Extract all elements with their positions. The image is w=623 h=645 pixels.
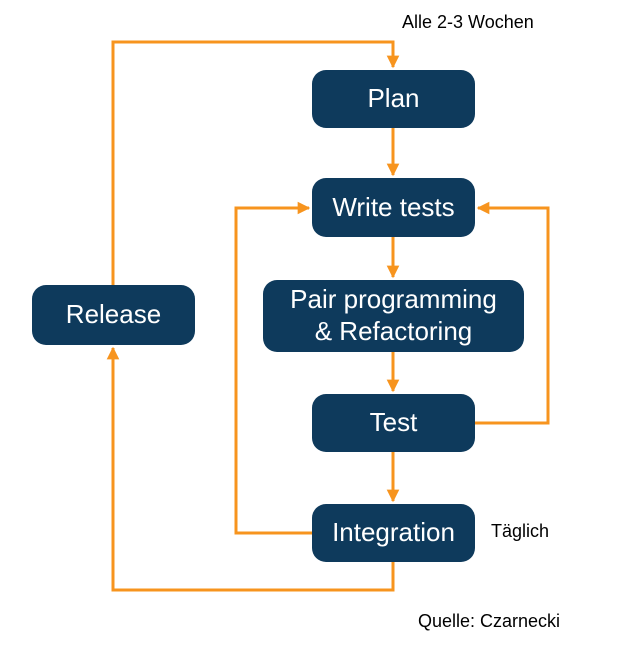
node-write-tests-label: Write tests (332, 191, 455, 222)
edge-test-to-write-tests-loop (475, 201, 550, 425)
node-test: Test (312, 394, 475, 452)
edge-release-to-plan (111, 40, 400, 285)
node-write-tests: Write tests (312, 178, 475, 237)
node-integration-label: Integration (332, 517, 455, 548)
source-credit-label: Quelle: Czarnecki (418, 611, 561, 631)
cycle-interval-label: Alle 2-3 Wochen (402, 12, 534, 32)
node-plan-label: Plan (367, 83, 420, 114)
node-test-label: Test (369, 407, 418, 438)
edge-integration-to-write-tests-loop (234, 201, 312, 535)
node-plan: Plan (312, 70, 475, 128)
edge-integration-to-release-loop (106, 346, 395, 592)
node-release: Release (32, 285, 195, 345)
node-pair-programming-label-line2: & Refactoring (314, 316, 473, 346)
node-integration: Integration (312, 504, 475, 562)
daily-interval-label: Täglich (491, 521, 550, 541)
node-release-label: Release (65, 299, 162, 330)
node-pair-programming: Pair programming & Refactoring (263, 280, 524, 352)
node-pair-programming-label-line1: Pair programming (290, 284, 497, 315)
